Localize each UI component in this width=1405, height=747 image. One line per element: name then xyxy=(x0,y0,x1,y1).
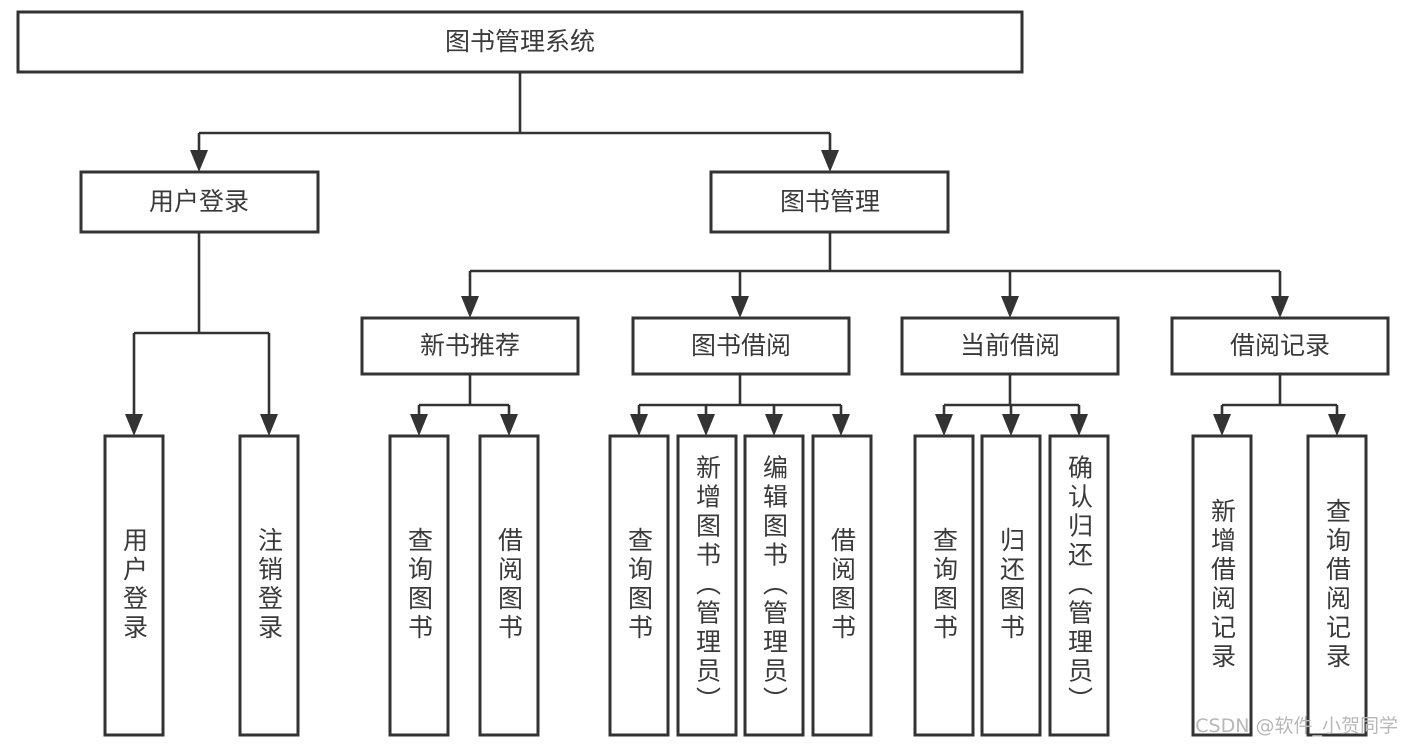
node-root-box[interactable] xyxy=(16,10,1024,74)
leaf-logout[interactable]: 注销登录 xyxy=(238,434,300,737)
arrow-head-leaf-user-login xyxy=(125,414,143,436)
node-root[interactable]: 图书管理系统 xyxy=(16,10,1024,74)
leaf-edit-book[interactable]: 编辑图书（管理员） xyxy=(743,434,805,737)
leaf-query-record[interactable]: 查询借阅记录 xyxy=(1306,434,1368,737)
leaf-return-book[interactable]: 归还图书 xyxy=(980,434,1042,737)
node-current-borrow-label: 当前借阅 xyxy=(960,331,1060,360)
leaf-query-book-2[interactable]: 查询图书 xyxy=(608,434,670,737)
leaf-confirm-return-box[interactable] xyxy=(1048,434,1110,737)
node-current-borrow-box[interactable] xyxy=(900,316,1120,376)
leaf-query-record-label: 查询借阅记录 xyxy=(1323,498,1352,672)
arrow-head-leaf-borrow-book-1 xyxy=(500,414,518,436)
arrow-head-borrow-record xyxy=(1271,296,1289,318)
node-book-management-box[interactable] xyxy=(709,170,950,234)
node-borrow-record[interactable]: 借阅记录 xyxy=(1170,316,1390,376)
arrow-head-leaf-query-book-2 xyxy=(630,414,648,436)
arrow-head-current-borrow xyxy=(1001,296,1019,318)
leaf-borrow-book-1-box[interactable] xyxy=(478,434,540,737)
node-root-label: 图书管理系统 xyxy=(445,27,595,56)
leaf-query-record-box[interactable] xyxy=(1306,434,1368,737)
leaf-confirm-return-label: 确认归还（管理员） xyxy=(1065,455,1094,716)
arrow-head-leaf-query-book-3 xyxy=(935,414,953,436)
node-new-book-recommend[interactable]: 新书推荐 xyxy=(360,316,580,376)
node-new-book-recommend-box[interactable] xyxy=(360,316,580,376)
leaf-query-book-2-label: 查询图书 xyxy=(625,527,654,643)
node-book-borrow-box[interactable] xyxy=(631,316,851,376)
arrow-head-leaf-edit-book xyxy=(765,414,783,436)
leaf-add-record-label: 新增借阅记录 xyxy=(1208,498,1237,672)
leaf-add-record-box[interactable] xyxy=(1191,434,1253,737)
arrow-head-leaf-borrow-book-2 xyxy=(832,414,850,436)
leaf-edit-book-label: 编辑图书（管理员） xyxy=(760,455,789,716)
arrow-head-leaf-query-record xyxy=(1328,414,1346,436)
arrow-head-leaf-add-book xyxy=(697,414,715,436)
arrow-head-user-login xyxy=(190,150,208,172)
leaf-user-login-box[interactable] xyxy=(103,434,165,737)
arrow-head-leaf-query-book-1 xyxy=(410,414,428,436)
leaf-query-book-2-box[interactable] xyxy=(608,434,670,737)
leaf-user-login-label: 用户登录 xyxy=(120,527,149,643)
arrow-head-leaf-add-record xyxy=(1213,414,1231,436)
arrow-head-leaf-return-book xyxy=(1002,414,1020,436)
leaf-add-book[interactable]: 新增图书（管理员） xyxy=(676,434,738,737)
leaf-add-record[interactable]: 新增借阅记录 xyxy=(1191,434,1253,737)
leaf-query-book-1-label: 查询图书 xyxy=(405,527,434,643)
arrow-head-new-book-recommend xyxy=(461,296,479,318)
leaf-logout-label: 注销登录 xyxy=(255,527,284,643)
leaf-return-book-label: 归还图书 xyxy=(997,527,1026,643)
leaf-query-book-3-box[interactable] xyxy=(913,434,975,737)
leaf-query-book-1-box[interactable] xyxy=(388,434,450,737)
node-borrow-record-box[interactable] xyxy=(1170,316,1390,376)
leaf-borrow-book-2[interactable]: 借阅图书 xyxy=(811,434,873,737)
leaf-borrow-book-1-label: 借阅图书 xyxy=(495,527,524,643)
leaf-query-book-3-label: 查询图书 xyxy=(930,527,959,643)
leaf-logout-box[interactable] xyxy=(238,434,300,737)
arrow-head-leaf-logout xyxy=(260,414,278,436)
leaf-add-book-box[interactable] xyxy=(676,434,738,737)
node-book-borrow-label: 图书借阅 xyxy=(691,331,791,360)
node-user-login-box[interactable] xyxy=(79,170,320,234)
leaf-borrow-book-1[interactable]: 借阅图书 xyxy=(478,434,540,737)
leaf-add-book-label: 新增图书（管理员） xyxy=(693,455,722,716)
node-new-book-recommend-label: 新书推荐 xyxy=(420,331,520,360)
leaf-edit-book-box[interactable] xyxy=(743,434,805,737)
node-user-login[interactable]: 用户登录 xyxy=(79,170,320,234)
leaf-query-book-1[interactable]: 查询图书 xyxy=(388,434,450,737)
csdn-watermark: CSDN @软件_小贺同学 xyxy=(1195,715,1398,737)
leaf-query-book-3[interactable]: 查询图书 xyxy=(913,434,975,737)
arrow-head-leaf-confirm-return xyxy=(1070,414,1088,436)
leaf-borrow-book-2-box[interactable] xyxy=(811,434,873,737)
node-current-borrow[interactable]: 当前借阅 xyxy=(900,316,1120,376)
node-book-management[interactable]: 图书管理 xyxy=(709,170,950,234)
connector-layer xyxy=(125,72,1346,436)
leaf-borrow-book-2-label: 借阅图书 xyxy=(828,527,857,643)
arrow-head-book-borrow xyxy=(731,296,749,318)
leaf-return-book-box[interactable] xyxy=(980,434,1042,737)
node-book-management-label: 图书管理 xyxy=(780,187,880,216)
node-user-login-label: 用户登录 xyxy=(149,187,249,216)
leaf-user-login[interactable]: 用户登录 xyxy=(103,434,165,737)
node-borrow-record-label: 借阅记录 xyxy=(1230,331,1330,360)
arrow-head-book-management xyxy=(821,150,839,172)
node-book-borrow[interactable]: 图书借阅 xyxy=(631,316,851,376)
leaf-confirm-return[interactable]: 确认归还（管理员） xyxy=(1048,434,1110,737)
